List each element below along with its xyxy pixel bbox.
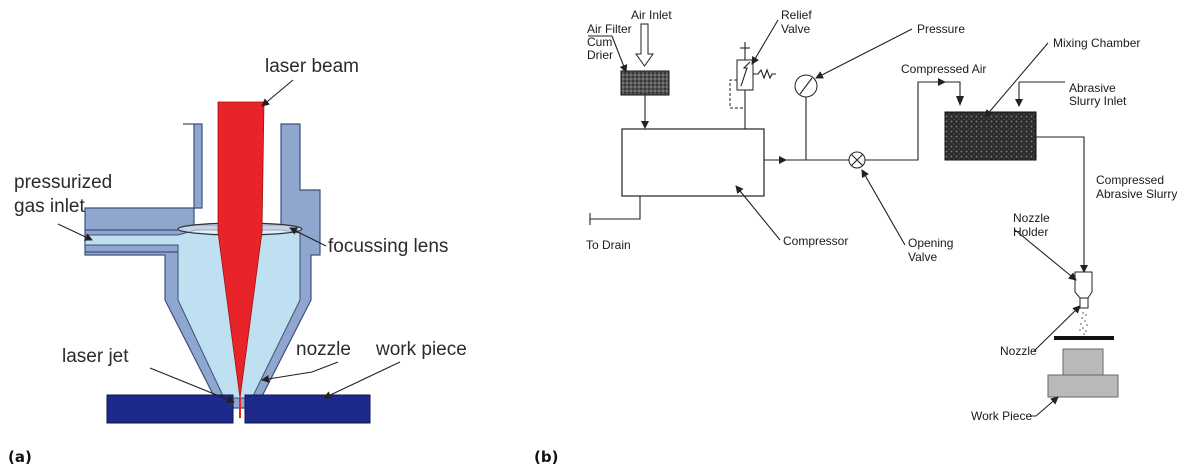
label-nozzle-b: Nozzle	[1000, 344, 1037, 358]
label-nozzle: nozzle	[296, 339, 351, 360]
label-focussing-lens: focussing lens	[328, 236, 448, 257]
panel-label-b: (b)	[534, 448, 558, 466]
compressor-box	[621, 128, 765, 197]
work-piece-block-base	[1047, 374, 1119, 398]
label-laser-jet: laser jet	[62, 346, 129, 367]
label-compressed-air: Compressed Air	[901, 62, 986, 76]
label-abrasive-2: Slurry Inlet	[1069, 94, 1127, 108]
label-nozzle-holder-1: Nozzle	[1013, 211, 1050, 225]
label-gas-inlet-1: pressurized	[14, 172, 112, 193]
label-laser-beam: laser beam	[265, 56, 359, 77]
air-filter	[620, 70, 670, 96]
abrasive-jet-system	[589, 23, 1119, 398]
panel-label-a: (a)	[8, 448, 32, 466]
label-opening-2: Valve	[908, 250, 937, 264]
label-work-piece-b: Work Piece	[971, 409, 1032, 423]
nozzle-holder	[1074, 271, 1093, 299]
label-compressed-slurry-2: Abrasive Slurry	[1096, 187, 1177, 201]
abrasive-spray	[1079, 312, 1088, 335]
label-relief-2: Valve	[781, 22, 810, 36]
mixing-chamber	[944, 111, 1037, 161]
label-relief-1: Relief	[781, 8, 812, 22]
work-piece-block-top	[1062, 348, 1104, 376]
label-air-filter-2: Cum	[587, 35, 612, 49]
label-mixing-chamber: Mixing Chamber	[1053, 36, 1140, 50]
label-work-piece: work piece	[375, 339, 467, 360]
label-opening-1: Opening	[908, 236, 953, 250]
label-air-filter-1: Air Filter	[587, 22, 632, 36]
laser-cutting-head	[84, 101, 371, 424]
air-inlet-arrow	[635, 23, 654, 67]
label-pressure: Pressure	[917, 22, 965, 36]
label-air-filter-3: Drier	[587, 48, 613, 62]
label-to-drain: To Drain	[586, 238, 631, 252]
work-piece-left	[106, 394, 234, 424]
label-air-inlet: Air Inlet	[631, 8, 672, 22]
laser-beam	[217, 101, 265, 399]
label-abrasive-1: Abrasive	[1069, 81, 1116, 95]
work-piece-right	[244, 394, 371, 424]
label-compressor: Compressor	[783, 234, 848, 248]
work-plate	[1054, 336, 1114, 340]
label-gas-inlet-2: gas inlet	[14, 196, 85, 217]
label-compressed-slurry-1: Compressed	[1096, 173, 1164, 187]
